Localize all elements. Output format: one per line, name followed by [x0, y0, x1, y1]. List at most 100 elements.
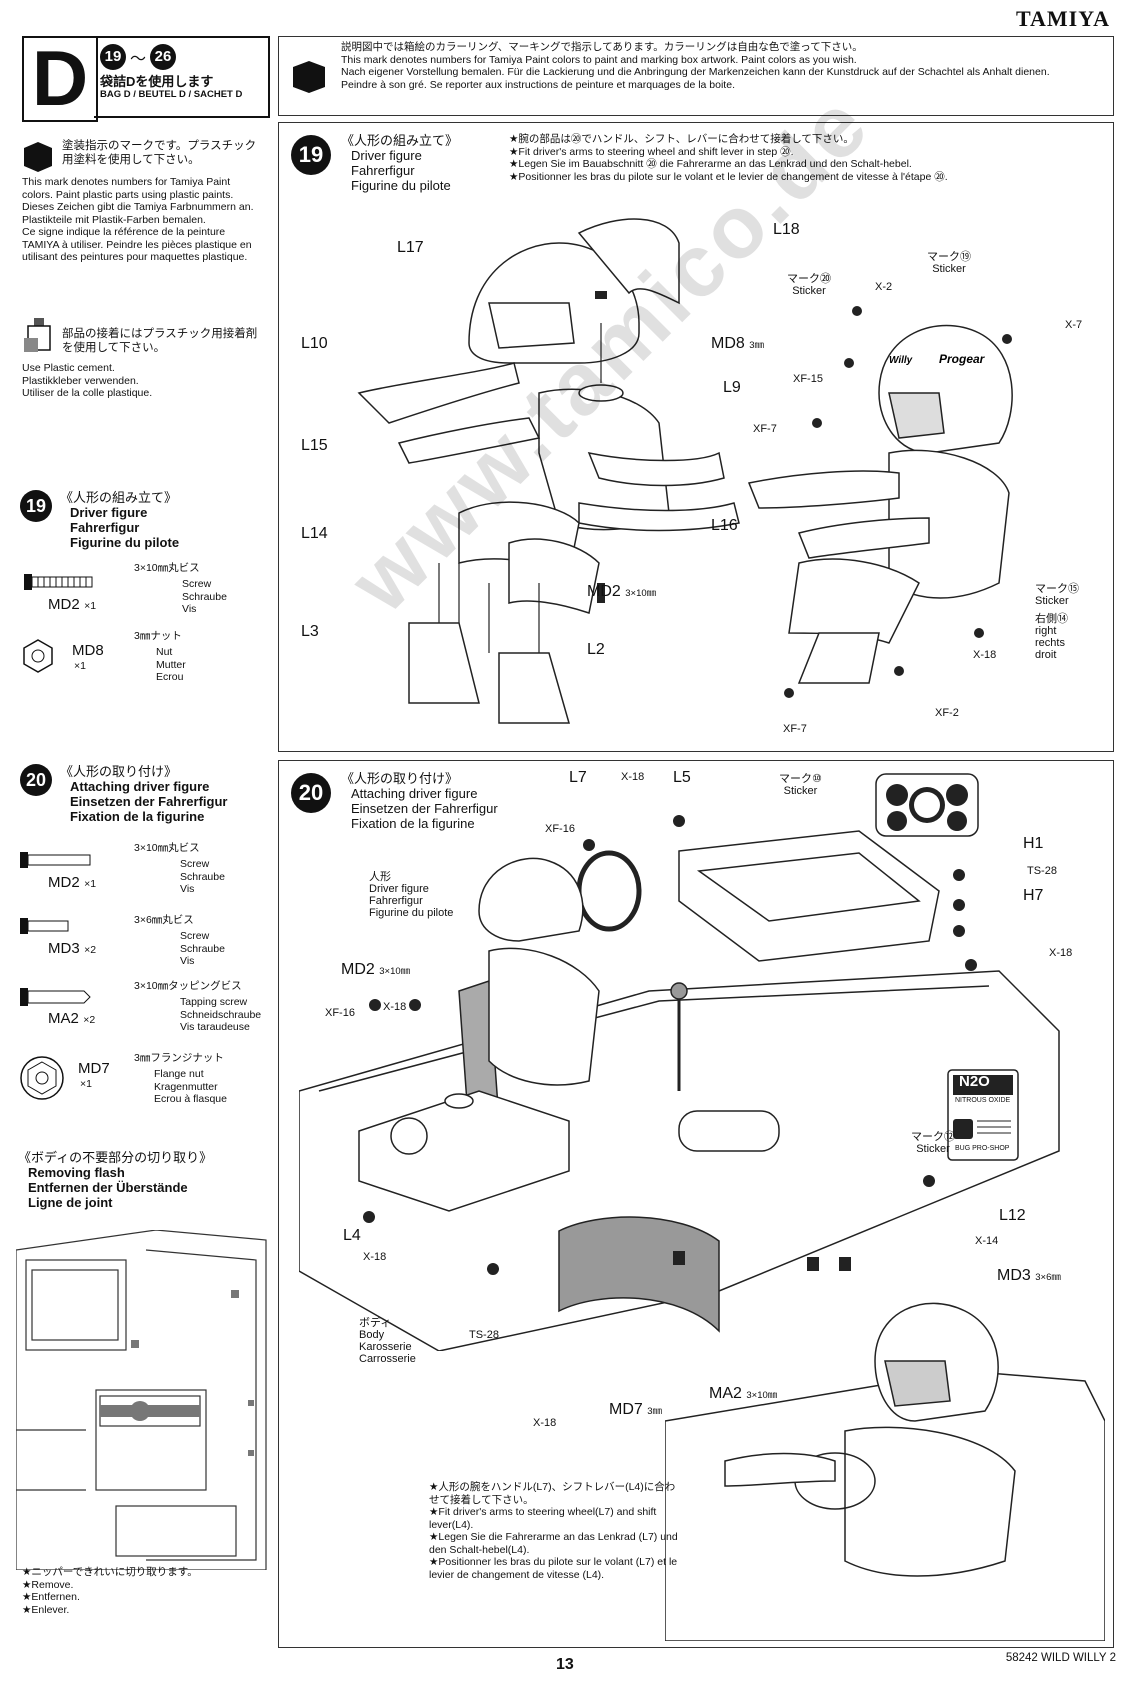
s20-md2-code: MD2: [48, 874, 80, 891]
paint-mark-icon: [24, 142, 52, 172]
s20-label-L12: L12: [999, 1207, 1026, 1224]
s20-paint-x18-c: X-18: [383, 1001, 407, 1013]
paint-x2: X-2: [875, 281, 893, 293]
s20-label-MD2: MD2 3×10㎜: [341, 961, 411, 978]
part-md2-en: Screw: [182, 578, 212, 590]
label-L14: L14: [301, 525, 328, 542]
s20-md2-fr: Vis: [180, 883, 195, 895]
s20-md2-de: Schraube: [180, 870, 225, 883]
label-L10: L10: [301, 335, 328, 352]
s20-md7-de: Kragenmutter: [154, 1080, 218, 1093]
flash-jp: 《ボディの不要部分の切り取り》: [18, 1150, 213, 1165]
n2o-text: N2O: [959, 1073, 990, 1090]
s20-md7-en: Flange nut: [154, 1068, 204, 1080]
s20-paint-x18-e: X-18: [533, 1417, 557, 1429]
step20-main-en: Attaching driver figure: [351, 786, 478, 801]
s20-label-L5: L5: [673, 769, 691, 786]
paint-mark-icon: [293, 61, 325, 93]
s20-label-H1: H1: [1023, 835, 1044, 852]
helmet-sticker-progear: Progear: [939, 352, 986, 366]
driver-figure-exploded-drawing: [357, 218, 740, 724]
n2o-sticker: [947, 1069, 1019, 1161]
flash-note-en: ★Remove.: [22, 1578, 74, 1591]
step19-panel: 19 《人形の組み立て》 Driver figure Fahrerfigur F…: [278, 122, 1114, 752]
step19-main-jp: 《人形の組み立て》: [341, 133, 459, 148]
step19-de: Fahrerfigur: [70, 520, 140, 535]
part-md8-fr: Ecrou: [156, 671, 184, 683]
footer-model: 58242 WILD WILLY 2: [1005, 1652, 1116, 1664]
n2o-sub: NITROUS OXIDE: [955, 1097, 1011, 1104]
step20-main-jp: 《人形の取り付け》: [341, 771, 459, 786]
chassis-assembly-drawing: [299, 815, 1060, 1351]
step20-note-de: ★Legen Sie die Fahrerarme an das Lenkrad…: [429, 1531, 678, 1556]
label-L16: L16: [711, 517, 738, 534]
label-L18: L18: [773, 221, 800, 238]
paint-x7: X-7: [1065, 319, 1083, 331]
legend-cement-en: Use Plastic cement.: [22, 362, 115, 374]
legend-cement-jp: 部品の接着にはプラスチック用接着剤を使用して下さい。: [62, 328, 258, 354]
step19-main-badge: 19: [291, 135, 331, 175]
step19-en: Driver figure: [70, 505, 148, 520]
paint-xf15: XF-15: [793, 373, 823, 385]
s20-md7-qty: ×1: [80, 1078, 92, 1090]
legend-paint-de: Dieses Zeichen gibt die Tamiya Farbnumme…: [22, 201, 254, 226]
step19-main-de: Fahrerfigur: [351, 163, 415, 178]
step20-main-de: Einsetzen der Fahrerfigur: [351, 801, 498, 816]
paint-xf7-lower: XF-7: [783, 723, 807, 735]
brand-logo: TAMIYA: [1015, 6, 1110, 31]
legend-paint-fr: Ce signe indique la référence de la pein…: [22, 226, 252, 263]
notice-fr: Peindre à son gré. Se reporter aux instr…: [341, 78, 735, 91]
part-md2-code: MD2 ×1: [48, 596, 97, 613]
step19-side: 19: [20, 490, 52, 522]
s20-md7-code: MD7: [78, 1060, 110, 1077]
bag-jp: 袋詰Dを使用します: [100, 74, 214, 89]
step20-panel: 20 《人形の取り付け》 Attaching driver figure Ein…: [278, 760, 1114, 1648]
s20-label-MA2: MA2 3×10㎜: [709, 1385, 778, 1402]
step19-badge: 19: [20, 490, 52, 522]
s20-ma2-en: Tapping screw: [180, 996, 248, 1008]
s20-md2-en: Screw: [180, 858, 210, 870]
label-MD8: MD8 3㎜: [711, 335, 765, 352]
step20-de: Einsetzen der Fahrerfigur: [70, 794, 228, 809]
s20-md3-fr: Vis: [180, 955, 195, 967]
s20-label-L4: L4: [343, 1227, 361, 1244]
flash-note-jp: ★ニッパーできれいに切り取ります。: [22, 1566, 198, 1578]
s20-md3-code: MD3: [48, 940, 80, 957]
s20-label-MD3: MD3 3×6㎜: [997, 1267, 1061, 1284]
flash-note-de: ★Entfernen.: [22, 1591, 80, 1603]
label-L9: L9: [723, 379, 741, 396]
notice-jp: 説明図中では箱絵のカラーリング、マーキングで指示してあります。カラーリングは自由…: [341, 41, 863, 53]
s20-paint-x18-b: X-18: [1049, 947, 1073, 959]
step20-jp: 《人形の取り付け》: [60, 764, 178, 779]
bag-label: BAG D / BEUTEL D / SACHET D: [100, 89, 243, 100]
label-MD2: MD2 3×10㎜: [587, 583, 657, 600]
s20-md7-fr: Ecrou à flasque: [154, 1093, 227, 1105]
step19-note-fr: ★Positionner les bras du pilote sur le v…: [509, 170, 948, 183]
paint-xf2: XF-2: [935, 707, 959, 719]
flange-nut-icon: [20, 1056, 64, 1100]
legend-cement-de: Plastikkleber verwenden.: [22, 374, 139, 387]
s20-paint-ts28-b: TS-28: [469, 1329, 499, 1341]
step20-note-jp: ★人形の腕をハンドル(L7)、シフトレバー(L4)に合わせて接着して下さい。: [429, 1481, 676, 1506]
step20-main-badge: 20: [291, 773, 331, 813]
s20-md3-en: Screw: [180, 930, 210, 942]
s20-paint-x14: X-14: [975, 1235, 999, 1247]
part-md8-code: MD8: [72, 642, 104, 659]
step19-jp: 《人形の組み立て》: [60, 490, 178, 505]
part-md8-de: Mutter: [156, 658, 186, 671]
part-md2-size: 3×10㎜丸ビス: [134, 562, 200, 574]
s20-paint-xf16-b: XF-16: [325, 1007, 355, 1019]
cement-icon: [24, 318, 51, 352]
label-L15: L15: [301, 437, 328, 454]
helmet-sticker-willy: Willy: [889, 355, 913, 366]
s20-md7-size: 3㎜フランジナット: [134, 1052, 224, 1064]
s20-ma2-code: MA2: [48, 1010, 79, 1027]
flash-en: Removing flash: [28, 1165, 125, 1180]
notice-de: Nach eigener Vorstellung bemalen. Für di…: [341, 66, 1050, 78]
section-letter: D: [22, 36, 98, 122]
flash-fr: Ligne de joint: [28, 1195, 113, 1210]
bug-pro-shop: BUG PRO-SHOP: [955, 1145, 1010, 1152]
